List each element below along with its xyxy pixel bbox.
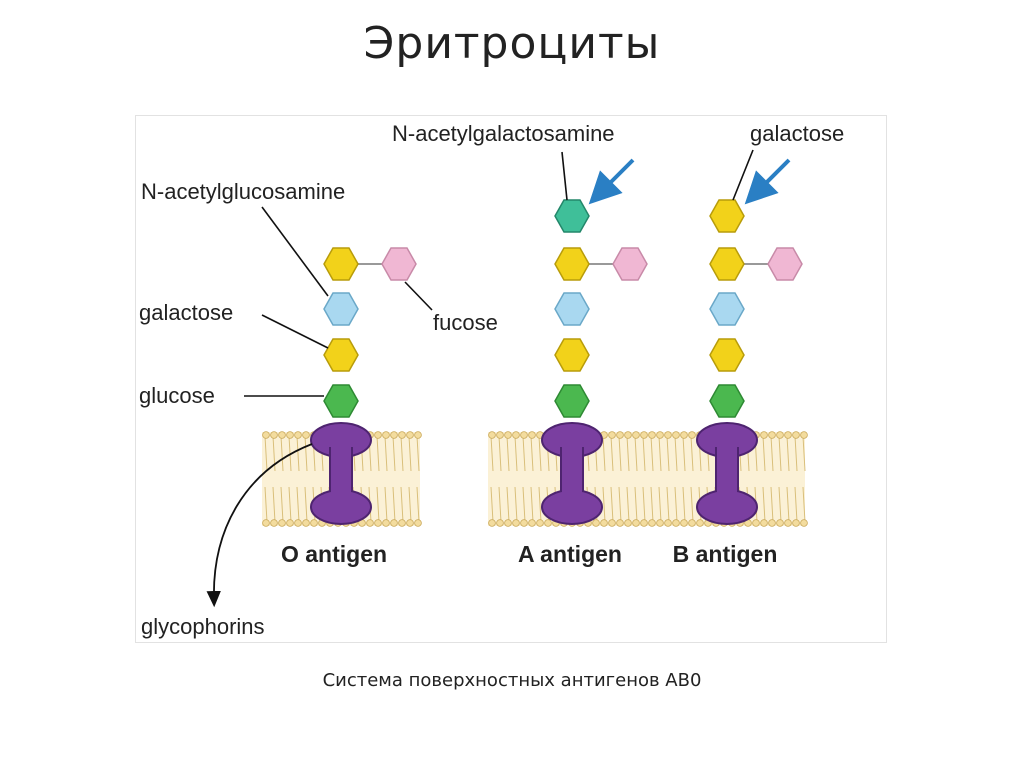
- o-glucose-hex: [323, 384, 359, 418]
- glycophorin-o: [310, 422, 372, 525]
- glycophorins-arrow: [206, 443, 313, 608]
- a-n-acetylgalactosamine-hex: [554, 199, 590, 233]
- glycophorin-a: [541, 422, 603, 525]
- a-galactose-top-hex: [554, 247, 590, 281]
- b-fucose-hex: [767, 247, 803, 281]
- b-glucose-hex: [709, 384, 745, 418]
- a-highlight-arrow: [588, 158, 635, 205]
- figure-caption: Система поверхностных антигенов АВ0: [322, 670, 702, 691]
- label-b-antigen: B antigen: [673, 541, 778, 567]
- b-chain: [709, 199, 803, 418]
- o-galactose-top-hex: [323, 247, 359, 281]
- b-n-acetylglucosamine-hex: [709, 292, 745, 326]
- a-fucose-hex: [612, 247, 648, 281]
- label-galactose-right: galactose: [750, 121, 844, 146]
- cell-membrane-right: [488, 431, 808, 527]
- label-galactose-left: galactose: [139, 300, 233, 325]
- label-fucose: fucose: [433, 310, 498, 335]
- label-glucose: glucose: [139, 383, 215, 408]
- label-n-acetylgalactosamine: N-acetylgalactosamine: [392, 121, 615, 146]
- b-galactose-hex: [709, 338, 745, 372]
- a-n-acetylglucosamine-hex: [554, 292, 590, 326]
- o-n-acetylglucosamine-hex: [323, 292, 359, 326]
- glycophorin-b: [696, 422, 758, 525]
- a-galactose-hex: [554, 338, 590, 372]
- leader-lines: [244, 149, 754, 397]
- slide-title: Эритроциты: [363, 18, 661, 69]
- b-galactose-terminal-hex: [709, 199, 745, 233]
- a-glucose-hex: [554, 384, 590, 418]
- label-glycophorins: glycophorins: [141, 614, 265, 639]
- b-highlight-arrow: [744, 158, 791, 205]
- b-galactose-top-hex: [709, 247, 745, 281]
- label-o-antigen: O antigen: [281, 541, 387, 567]
- label-n-acetylglucosamine: N-acetylglucosamine: [141, 179, 345, 204]
- o-fucose-hex: [381, 247, 417, 281]
- o-chain: [323, 247, 417, 418]
- o-galactose-hex: [323, 338, 359, 372]
- a-chain: [554, 199, 648, 418]
- label-a-antigen: A antigen: [518, 541, 622, 567]
